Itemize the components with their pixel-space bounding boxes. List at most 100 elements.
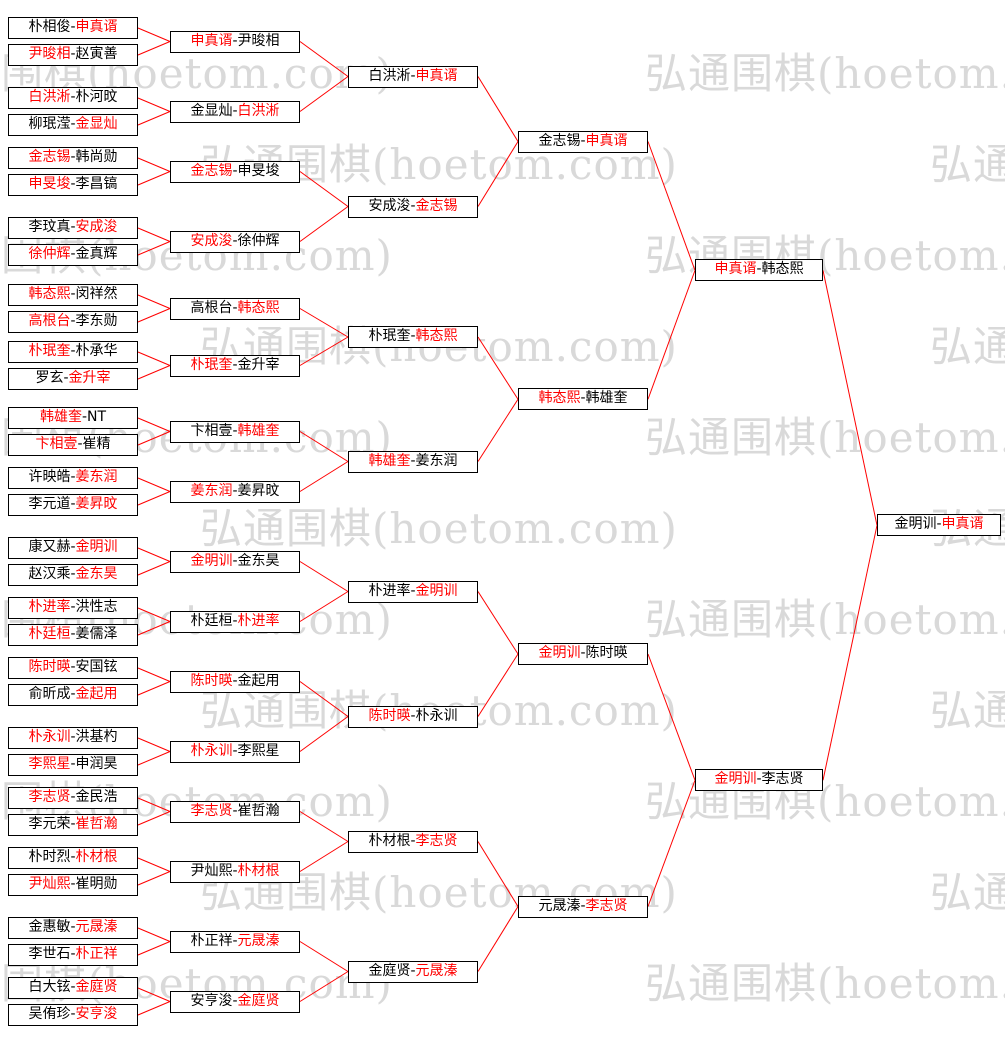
match-separator: - <box>70 89 76 105</box>
player-name: 金庭贤 <box>75 979 118 995</box>
match-separator: - <box>232 802 238 819</box>
player-name: 柳珉滢 <box>28 116 71 132</box>
player-name: 金明训 <box>190 552 233 569</box>
match-separator: - <box>70 286 76 302</box>
match-box-round1-11: 朴珉奎-朴承华 <box>8 341 138 363</box>
player-name: 金明训 <box>714 771 757 788</box>
bracket-connector-line <box>299 171 349 207</box>
match-box-round2-9: 金明训-金东昊 <box>170 550 300 573</box>
match-box-round2-14: 尹灿熙-朴材根 <box>170 860 300 883</box>
player-name: 元晟溱 <box>237 932 280 949</box>
match-separator: - <box>70 149 76 165</box>
match-separator: - <box>70 343 76 359</box>
player-name: 金升宰 <box>237 356 280 373</box>
match-separator: - <box>410 832 416 849</box>
player-name: 朴永训 <box>190 742 233 759</box>
match-box-round2-2: 金显灿-白洪淅 <box>170 100 300 123</box>
player-name: 卞相壹 <box>190 422 233 439</box>
match-separator: - <box>70 116 76 132</box>
bracket-connector-line <box>299 336 349 366</box>
player-name: 金东昊 <box>237 552 280 569</box>
watermark-text: 弘通围棋(hoetom.com) <box>930 686 1005 735</box>
player-name: 俞昕成 <box>28 686 71 702</box>
match-separator: - <box>410 707 416 724</box>
player-name: 申旻埈 <box>237 162 280 179</box>
player-name: 朴珉奎 <box>190 356 233 373</box>
player-name: 韩尚勋 <box>75 149 118 165</box>
player-name: 朴正祥 <box>75 946 118 962</box>
player-name: 徐仲辉 <box>28 246 71 262</box>
match-separator: - <box>70 816 76 832</box>
player-name: 洪基杓 <box>75 729 118 745</box>
match-box-round1-27: 朴时烈-朴材根 <box>8 847 138 869</box>
player-name: 陈时暎 <box>585 645 628 661</box>
match-separator: - <box>70 46 76 62</box>
match-box-round2-15: 朴正祥-元晟溱 <box>170 930 300 953</box>
match-separator: - <box>232 422 238 439</box>
match-box-round3-1: 白洪淅-申真谞 <box>348 65 478 88</box>
player-name: 姜昇旼 <box>75 496 118 512</box>
match-box-round2-4: 安成浚-徐仲辉 <box>170 230 300 253</box>
match-box-round1-26: 李元荣-崔哲瀚 <box>8 814 138 836</box>
match-separator: - <box>70 659 76 675</box>
match-separator: - <box>70 539 76 555</box>
match-box-round1-12: 罗玄-金升宰 <box>8 368 138 390</box>
match-separator: - <box>70 599 76 615</box>
match-box-round5-2: 金明训-李志贤 <box>695 769 823 792</box>
player-name: 韩雄奎 <box>585 390 628 407</box>
player-name: 崔哲瀚 <box>75 816 118 832</box>
bracket-connector-line <box>477 398 519 462</box>
player-name: 李志贤 <box>585 897 628 914</box>
match-box-round1-28: 尹灿熙-崔明勋 <box>8 874 138 896</box>
match-box-round3-3: 朴珉奎-韩态熙 <box>348 326 478 348</box>
match-box-round3-4: 韩雄奎-姜东润 <box>348 450 478 473</box>
player-name: 金明训 <box>415 582 458 599</box>
player-name: 申真谞 <box>714 261 757 278</box>
match-box-round1-19: 朴进率-洪性志 <box>8 597 138 619</box>
bracket-connector-line <box>137 667 171 682</box>
player-name: 卞相壹 <box>35 436 78 452</box>
bracket-connector-line <box>299 941 349 972</box>
match-separator: - <box>936 516 942 533</box>
match-separator: - <box>580 132 586 149</box>
player-name: 白洪淅 <box>28 89 71 105</box>
player-name: 许映皓 <box>28 469 71 485</box>
bracket-connector-line <box>137 681 171 696</box>
player-name: 李元荣 <box>28 816 71 832</box>
player-name: 金真辉 <box>75 246 118 262</box>
watermark-text: 弘通围棋(hoetom.com) <box>645 413 1005 462</box>
player-name: 韩态熙 <box>761 261 804 278</box>
player-name: 安亨浚 <box>190 992 233 1009</box>
player-name: 韩雄奎 <box>368 452 411 469</box>
player-name: 朴进率 <box>368 582 411 599</box>
bracket-connector-line <box>299 76 349 112</box>
match-separator: - <box>232 482 238 499</box>
player-name: 金明训 <box>894 516 937 533</box>
match-box-round2-13: 李志贤-崔哲瀚 <box>170 800 300 823</box>
match-separator: - <box>232 32 238 49</box>
player-name: 申润昊 <box>75 756 118 772</box>
player-name: 安亨浚 <box>75 1006 118 1022</box>
player-name: 高根台 <box>28 313 71 329</box>
match-box-round3-8: 金庭贤-元晟溱 <box>348 960 478 983</box>
match-box-round1-7: 李玟真-安成浚 <box>8 217 138 239</box>
match-box-round2-10: 朴廷桓-朴进率 <box>170 610 300 633</box>
match-separator: - <box>70 219 76 235</box>
player-name: 朴珉奎 <box>368 328 411 344</box>
bracket-connector-line <box>477 591 519 655</box>
bracket-connector-line <box>299 681 349 717</box>
bracket-connector-line <box>137 431 171 446</box>
watermark-text: 弘通围棋(hoetom.com) <box>645 49 1005 98</box>
watermark-text: 弘通围棋(hoetom.com) <box>645 595 1005 644</box>
player-name: 申真谞 <box>190 32 233 49</box>
player-name: 朴正祥 <box>190 932 233 949</box>
player-name: 姜东润 <box>190 482 233 499</box>
watermark-text: 弘通围棋(hoetom.com) <box>645 959 1005 1008</box>
match-separator: - <box>70 729 76 745</box>
player-name: 洪性志 <box>75 599 118 615</box>
player-name: 金志锡 <box>415 197 458 214</box>
bracket-connector-line <box>299 811 349 842</box>
match-separator: - <box>232 862 238 879</box>
match-separator: - <box>232 672 238 689</box>
